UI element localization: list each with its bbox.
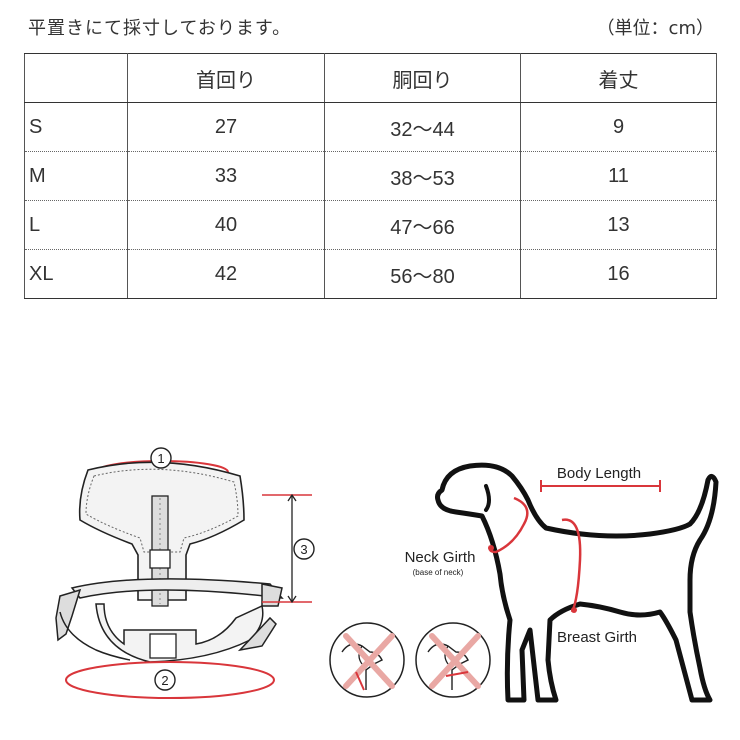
length-value: 9 [520, 102, 717, 152]
size-label: XL [24, 249, 128, 299]
marker-1: 1 [150, 447, 172, 469]
table-row: XL 42 56〜80 16 [24, 249, 717, 299]
body-value: 38〜53 [324, 151, 521, 201]
chest-measure-line [65, 661, 275, 699]
size-label: M [24, 151, 128, 201]
svg-text:2: 2 [161, 673, 168, 688]
svg-text:1: 1 [157, 451, 164, 466]
neck-girth-label: Neck Girth [405, 549, 476, 566]
neck-value: 33 [127, 151, 325, 201]
body-value: 56〜80 [324, 249, 521, 299]
measurement-note: 平置きにて採寸しております。 [28, 18, 292, 39]
strap-buckle [149, 549, 171, 569]
side-buckle [261, 583, 283, 607]
body-value: 32〜44 [324, 102, 521, 152]
neck-girth-point [488, 545, 494, 551]
chest-panel [95, 603, 264, 663]
length-value: 16 [520, 249, 717, 299]
header-cell-body: 胴回り [324, 53, 521, 103]
svg-text:3: 3 [300, 542, 307, 557]
neck-value: 42 [127, 249, 325, 299]
dog-outline [435, 462, 719, 703]
harness-diagram [55, 460, 312, 699]
size-label: S [24, 102, 128, 152]
header-cell-size [24, 53, 128, 103]
neck-value: 27 [127, 102, 325, 152]
header-cell-neck: 首回り [127, 53, 325, 103]
length-value: 11 [520, 151, 717, 201]
marker-2: 2 [154, 669, 176, 691]
table-header-row: 首回り 胴回り 着丈 [24, 53, 717, 103]
measurement-illustration: 1 2 3 Body Length Neck Girth (b [55, 447, 719, 703]
dog-head-wrong-icon [415, 622, 491, 698]
header-cell-length: 着丈 [520, 53, 717, 103]
table-row: L 40 47〜66 13 [24, 200, 717, 250]
dog-head-wrong-icon [329, 622, 405, 698]
table-row: S 27 32〜44 9 [24, 102, 717, 152]
breast-girth-line [561, 518, 582, 613]
side-strap [70, 578, 284, 599]
neck-value: 40 [127, 200, 325, 250]
length-value: 13 [520, 200, 717, 250]
breast-girth-point [571, 607, 577, 613]
breast-girth-label: Breast Girth [557, 629, 637, 646]
body-length-label: Body Length [557, 465, 641, 482]
body-value: 47〜66 [324, 200, 521, 250]
size-table: 首回り 胴回り 着丈 S 27 32〜44 9 M 33 38〜53 11 L … [24, 53, 717, 299]
neck-girth-note: (base of neck) [413, 568, 464, 577]
table-row: M 33 38〜53 11 [24, 151, 717, 201]
size-label: L [24, 200, 128, 250]
unit-label: （単位：cm） [596, 18, 714, 39]
marker-3: 3 [293, 538, 315, 560]
